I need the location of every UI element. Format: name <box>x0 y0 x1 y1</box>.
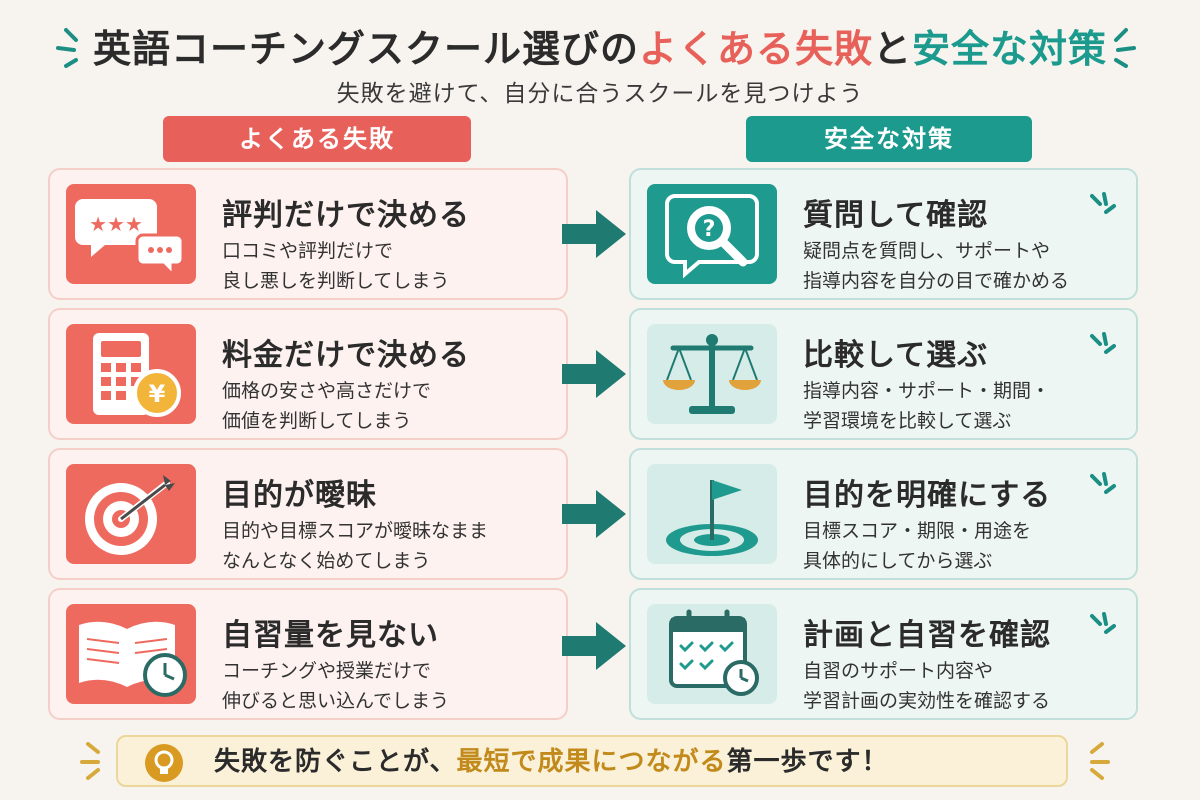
solutions-column-header: 安全な対策 <box>746 116 1032 162</box>
failure-card-reputation: ★★★ 評判だけで決める 口コミや評判だけで良し悪しを判断してしまう <box>48 168 568 300</box>
failure-title: 料金だけで決める <box>222 338 470 373</box>
arrow-right-icon <box>562 622 626 670</box>
arrow-right-icon <box>562 350 626 398</box>
footer-right-sparkle <box>1090 742 1110 780</box>
title-text-conj: と <box>873 27 913 71</box>
target-dart-icon <box>66 464 196 564</box>
sparkle-icon <box>1090 192 1116 214</box>
failure-description: 口コミや評判だけで良し悪しを判断してしまう <box>222 240 450 292</box>
failure-title: 自習量を見ない <box>222 618 439 653</box>
page-title: 英語コーチングスクール選びのよくある失敗と安全な対策 <box>0 18 1200 73</box>
solution-card-ask: ? 質問して確認 疑問点を質問し、サポートや指導内容を自分の目で確かめる <box>629 168 1138 300</box>
failure-description: コーチングや授業だけで伸びると思い込んでしまう <box>222 660 450 712</box>
solution-title: 質問して確認 <box>803 198 989 233</box>
svg-text:?: ? <box>703 217 716 242</box>
solution-title: 比較して選ぶ <box>803 338 989 373</box>
page-subtitle: 失敗を避けて、自分に合うスクールを見つけよう <box>336 81 864 107</box>
flag-target-icon <box>647 464 777 564</box>
failure-title: 評判だけで決める <box>222 198 470 233</box>
failures-column-header: よくある失敗 <box>163 116 471 162</box>
book-clock-icon <box>66 604 196 704</box>
failure-description: 価格の安さや高さだけで価値を判断してしまう <box>222 380 432 432</box>
svg-text:★★★: ★★★ <box>89 212 143 236</box>
footer-message: 失敗を防ぐことが、最短で成果につながる第一歩です！ <box>214 747 889 777</box>
failure-card-vague-goal: 目的が曖昧 目的や目標スコアが曖昧なままなんとなく始めてしまう <box>48 448 568 580</box>
balance-scale-icon <box>647 324 777 424</box>
title-right-sparkle <box>1114 28 1136 68</box>
sparkle-icon <box>1090 332 1116 354</box>
solution-card-plan: 計画と自習を確認 自習のサポート内容や学習計画の実効性を確認する <box>629 588 1138 720</box>
footer-left-sparkle <box>80 742 100 780</box>
title-left-sparkle <box>56 28 78 68</box>
lightbulb-icon <box>145 744 183 782</box>
title-text-solutions: 安全な対策 <box>912 27 1108 71</box>
speech-bubbles-stars-icon: ★★★ <box>66 184 196 284</box>
calendar-check-icon <box>647 604 777 704</box>
arrow-right-icon <box>562 210 626 258</box>
magnifier-question-icon: ? <box>647 184 777 284</box>
solution-title: 目的を明確にする <box>803 478 1052 513</box>
solution-description: 自習のサポート内容や学習計画の実効性を確認する <box>803 660 1051 712</box>
arrow-right-icon <box>562 490 626 538</box>
title-text-failures: よくある失敗 <box>638 27 873 71</box>
sparkle-icon <box>1090 472 1116 494</box>
title-text-1: 英語コーチングスクール選びの <box>92 27 639 71</box>
solution-description: 目標スコア・期限・用途を具体的にしてから選ぶ <box>803 520 1032 572</box>
sparkle-icon <box>1090 612 1116 634</box>
failure-title: 目的が曖昧 <box>222 478 377 513</box>
failure-card-self-study: 自習量を見ない コーチングや授業だけで伸びると思い込んでしまう <box>48 588 568 720</box>
footer-message-banner: 失敗を防ぐことが、最短で成果につながる第一歩です！ <box>116 735 1068 787</box>
svg-text:¥: ¥ <box>149 380 166 408</box>
failure-card-price: ¥ 料金だけで決める 価格の安さや高さだけで価値を判断してしまう <box>48 308 568 440</box>
solution-card-compare: 比較して選ぶ 指導内容・サポート・期間・学習環境を比較して選ぶ <box>629 308 1138 440</box>
solution-title: 計画と自習を確認 <box>803 618 1051 653</box>
failure-description: 目的や目標スコアが曖昧なままなんとなく始めてしまう <box>222 520 489 572</box>
solution-card-clarify-goal: 目的を明確にする 目標スコア・期限・用途を具体的にしてから選ぶ <box>629 448 1138 580</box>
calculator-yen-icon: ¥ <box>66 324 196 424</box>
solution-description: 指導内容・サポート・期間・学習環境を比較して選ぶ <box>803 380 1051 432</box>
solution-description: 疑問点を質問し、サポートや指導内容を自分の目で確かめる <box>803 240 1070 292</box>
